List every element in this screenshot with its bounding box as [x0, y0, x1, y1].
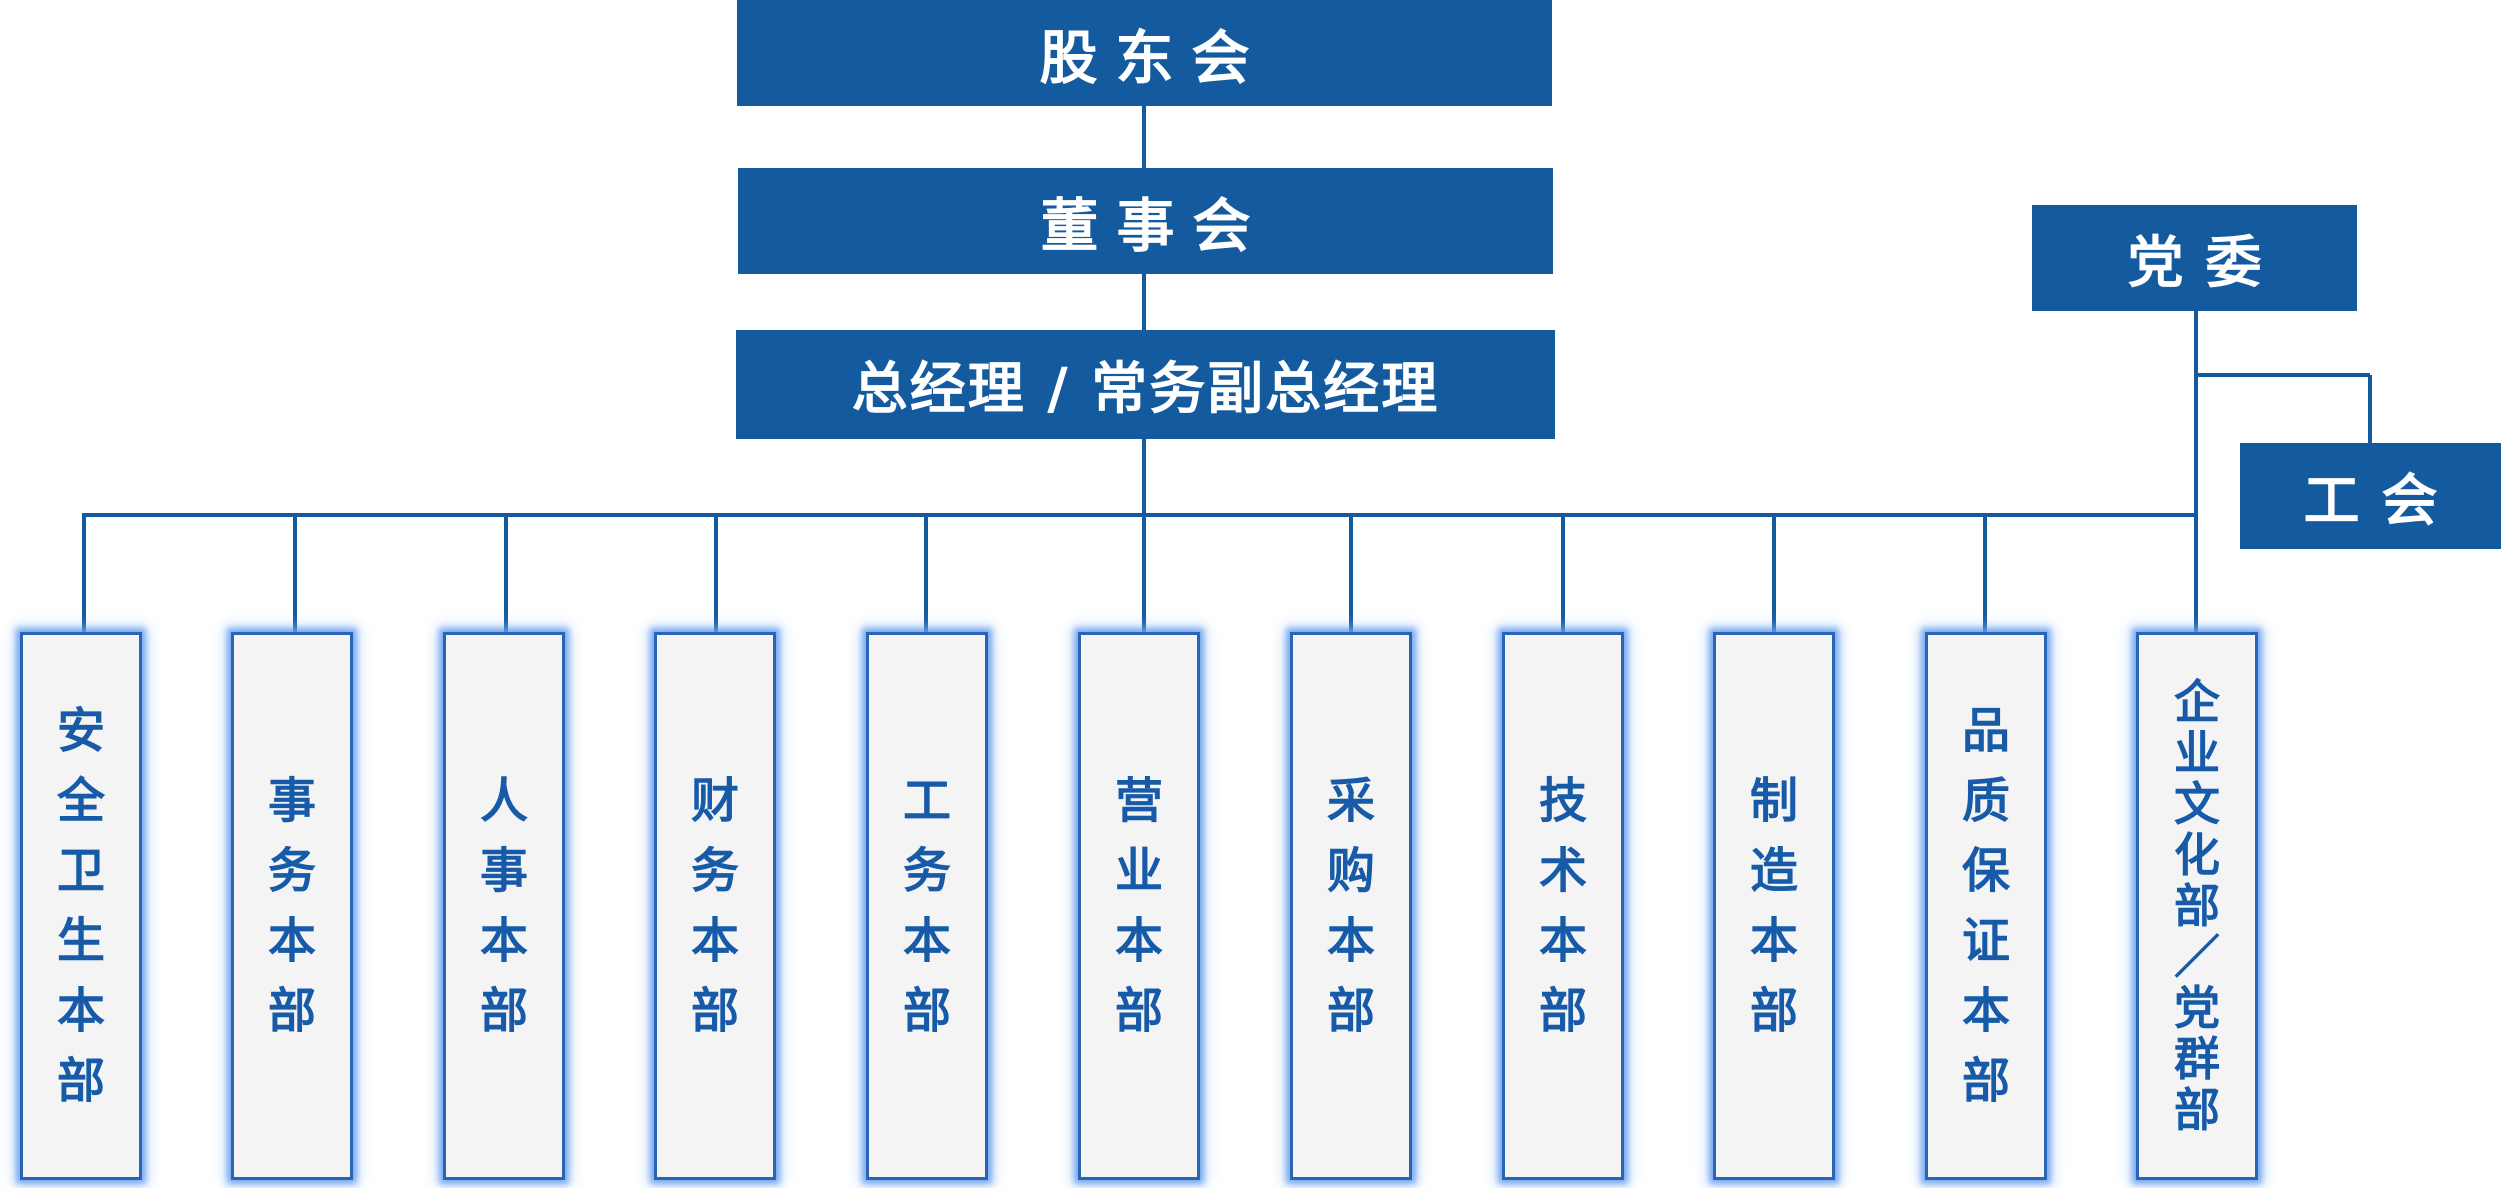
dept-label: 企业文化部／党群部 — [2174, 674, 2220, 1137]
union-label: 工会 — [2303, 468, 2460, 534]
dept-corporate-culture-party: 企业文化部／党群部 — [2136, 632, 2258, 1180]
union-box: 工会 — [2240, 443, 2501, 549]
dept-manufacturing: 制造本部 — [1713, 632, 1835, 1180]
dept-quality-assurance: 品质保证本部 — [1925, 632, 2047, 1180]
dept-label: 事务本部 — [267, 773, 316, 1039]
dept-general-affairs: 事务本部 — [231, 632, 353, 1180]
general-manager-label: 总经理 / 常务副总经理 — [851, 357, 1440, 422]
dept-label: 品质保证本部 — [1961, 703, 2010, 1109]
dept-finance: 财务本部 — [654, 632, 776, 1180]
dept-technology: 技术本部 — [1502, 632, 1624, 1180]
general-manager-box: 总经理 / 常务副总经理 — [736, 330, 1555, 439]
dept-label: 营业本部 — [1114, 773, 1163, 1039]
dept-engineering-works: 工务本部 — [866, 632, 988, 1180]
party-committee-box: 党委 — [2032, 205, 2357, 311]
board-box: 董事会 — [738, 168, 1553, 274]
dept-label: 工务本部 — [902, 773, 951, 1039]
dept-label: 采购本部 — [1326, 773, 1375, 1039]
dept-safety-health: 安全卫生本部 — [20, 632, 142, 1180]
dept-sales: 营业本部 — [1078, 632, 1200, 1180]
dept-label: 制造本部 — [1749, 773, 1798, 1039]
dept-label: 财务本部 — [690, 773, 739, 1039]
dept-human-resources: 人事本部 — [443, 632, 565, 1180]
party-committee-label: 党委 — [2127, 230, 2284, 296]
dept-label: 人事本部 — [479, 773, 528, 1039]
board-label: 董事会 — [1040, 192, 1269, 260]
shareholders-box: 股东会 — [737, 0, 1552, 106]
dept-label: 安全卫生本部 — [56, 703, 105, 1109]
shareholders-label: 股东会 — [1039, 24, 1268, 92]
dept-purchasing: 采购本部 — [1290, 632, 1412, 1180]
dept-label: 技术本部 — [1538, 773, 1587, 1039]
